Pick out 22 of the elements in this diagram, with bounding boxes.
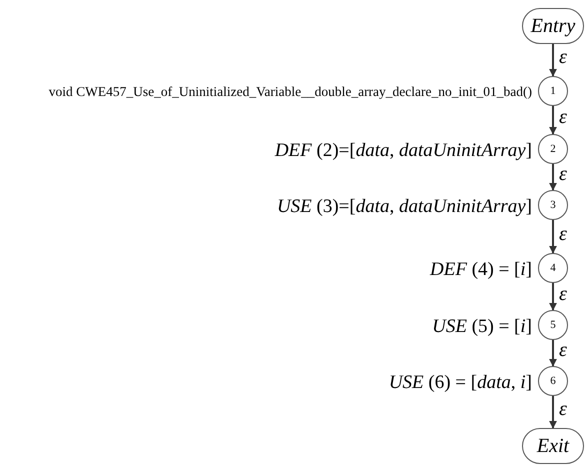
edge-label: ε xyxy=(559,340,567,360)
edge-label: ε xyxy=(559,399,567,419)
def-use-label: USE (6) = [data, i] xyxy=(388,371,532,395)
terminal-node: Exit xyxy=(522,428,584,464)
def-use-label: DEF (2)=[data, dataUninitArray] xyxy=(274,139,532,163)
arrow xyxy=(549,340,557,367)
def-use-label: USE (3)=[data, dataUninitArray] xyxy=(276,195,532,219)
def-use-label: DEF (4) = [i] xyxy=(430,258,532,282)
arrow xyxy=(549,106,557,135)
arrow xyxy=(549,164,557,191)
edge-label: ε xyxy=(559,284,567,304)
arrow xyxy=(549,220,557,254)
arrow xyxy=(549,283,557,311)
edge-label: ε xyxy=(559,164,567,184)
function-signature: void CWE457_Use_of_Uninitialized_Variable__double_array_declare_no_init_01_bad() xyxy=(48,83,532,101)
edge-label: ε xyxy=(559,107,567,127)
edge-label: ε xyxy=(559,224,567,244)
arrow xyxy=(549,44,557,77)
edge-label: ε xyxy=(559,47,567,67)
def-use-label: USE (5) = [i] xyxy=(432,315,532,339)
arrow xyxy=(549,396,557,429)
terminal-node: Entry xyxy=(522,8,584,44)
